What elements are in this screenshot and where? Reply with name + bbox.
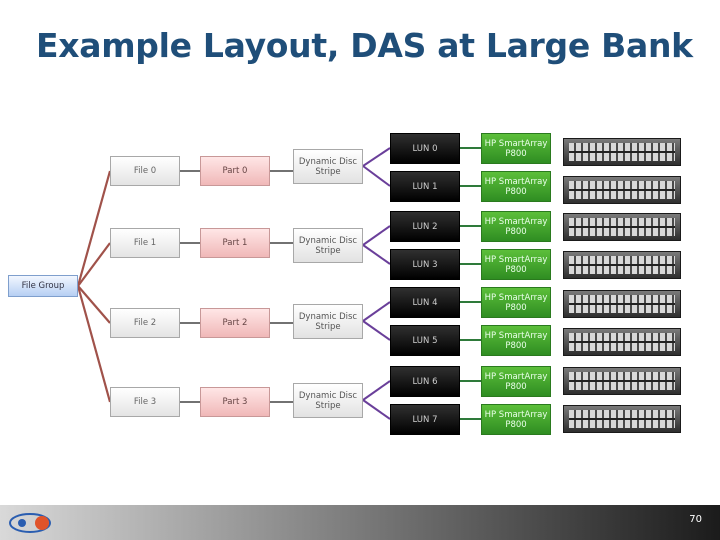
lun-box-5: LUN 5 (390, 325, 460, 356)
disk-enclosure-image-3 (563, 251, 681, 279)
part-box-0: Part 0 (200, 156, 270, 186)
connector-filegroup-file2 (77, 285, 111, 324)
disk-enclosure-image-7 (563, 405, 681, 433)
file-group-box: File Group (8, 275, 78, 297)
disk-enclosure-image-5 (563, 328, 681, 356)
stripe-box-0: Dynamic Disc Stripe (293, 149, 363, 184)
part-box-2: Part 2 (200, 308, 270, 338)
lun-box-3: LUN 3 (390, 249, 460, 280)
connector-stripe1-lun2 (362, 225, 391, 246)
disk-enclosure-image-4 (563, 290, 681, 318)
stripe-box-1: Dynamic Disc Stripe (293, 228, 363, 263)
connector-stripe0-lun0 (362, 147, 391, 167)
part-box-1: Part 1 (200, 228, 270, 258)
lun-box-1: LUN 1 (390, 171, 460, 202)
connector-stripe0-lun1 (362, 165, 391, 187)
stripe-box-2: Dynamic Disc Stripe (293, 304, 363, 339)
page-title: Example Layout, DAS at Large Bank (36, 26, 693, 65)
part-box-3: Part 3 (200, 387, 270, 417)
hp-controller-box-4: HP SmartArray P800 (481, 287, 551, 318)
connector-filegroup-file0 (76, 170, 112, 287)
connector-filegroup-file3 (76, 285, 112, 403)
hp-controller-box-6: HP SmartArray P800 (481, 366, 551, 397)
stripe-box-3: Dynamic Disc Stripe (293, 383, 363, 418)
lun-box-7: LUN 7 (390, 404, 460, 435)
connector-stripe2-lun5 (362, 320, 391, 341)
lun-box-6: LUN 6 (390, 366, 460, 397)
file-box-3: File 3 (110, 387, 180, 417)
hp-controller-box-0: HP SmartArray P800 (481, 133, 551, 164)
file-box-0: File 0 (110, 156, 180, 186)
logo-icon (9, 513, 51, 533)
lun-box-2: LUN 2 (390, 211, 460, 242)
file-box-1: File 1 (110, 228, 180, 258)
connector-stripe2-lun4 (362, 301, 391, 322)
footer-bar (0, 505, 720, 540)
disk-enclosure-image-0 (563, 138, 681, 166)
disk-enclosure-image-2 (563, 213, 681, 241)
lun-box-4: LUN 4 (390, 287, 460, 318)
hp-controller-box-1: HP SmartArray P800 (481, 171, 551, 202)
hp-controller-box-2: HP SmartArray P800 (481, 211, 551, 242)
hp-controller-box-3: HP SmartArray P800 (481, 249, 551, 280)
connector-stripe1-lun3 (362, 244, 391, 265)
hp-controller-box-7: HP SmartArray P800 (481, 404, 551, 435)
lun-box-0: LUN 0 (390, 133, 460, 164)
connector-stripe3-lun6 (362, 380, 391, 401)
disk-enclosure-image-6 (563, 367, 681, 395)
hp-controller-box-5: HP SmartArray P800 (481, 325, 551, 356)
disk-enclosure-image-1 (563, 176, 681, 204)
connector-filegroup-file1 (77, 242, 111, 287)
connector-stripe3-lun7 (362, 399, 391, 420)
page-number: 70 (689, 514, 702, 525)
file-box-2: File 2 (110, 308, 180, 338)
